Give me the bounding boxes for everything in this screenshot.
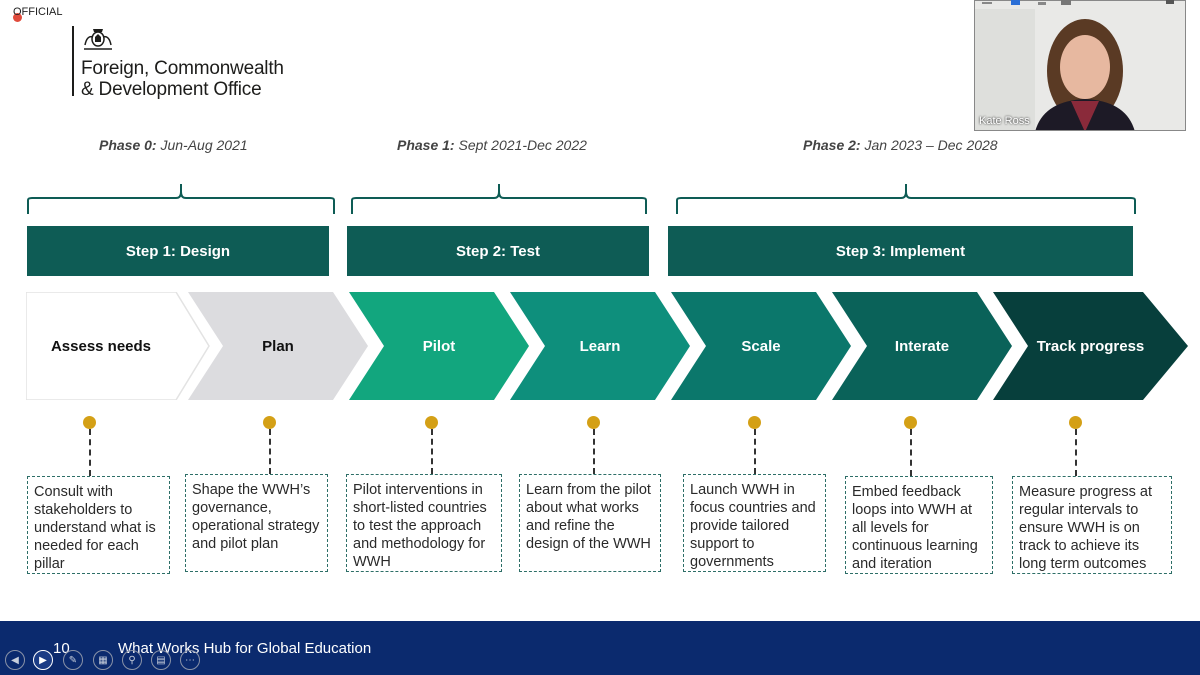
org-name: Foreign, Commonwealth & Development Offi… xyxy=(81,58,284,100)
pin-dot xyxy=(748,416,761,429)
pin-line xyxy=(269,429,271,474)
footer-bar xyxy=(0,621,1200,675)
recording-indicator xyxy=(13,13,22,22)
pin-line xyxy=(754,429,756,474)
phase-1-label: Phase 1: Sept 2021-Dec 2022 xyxy=(397,137,587,153)
video-thumbnail xyxy=(974,0,1186,131)
phase-0-dates: Jun-Aug 2021 xyxy=(156,137,248,153)
description-scale: Launch WWH in focus countries and provid… xyxy=(683,474,826,572)
phase-0-label: Phase 0: Jun-Aug 2021 xyxy=(99,137,248,153)
pin-dot xyxy=(904,416,917,429)
phase-2-dates: Jan 2023 – Dec 2028 xyxy=(860,137,998,153)
participant-video xyxy=(975,1,1185,130)
org-name-line2: & Development Office xyxy=(81,79,262,100)
pin-line xyxy=(431,429,433,474)
description-pilot: Pilot interventions in short-listed coun… xyxy=(346,474,502,572)
phase-0-brace xyxy=(27,184,335,214)
description-learn: Learn from the pilot about what works an… xyxy=(519,474,661,572)
pin-dot xyxy=(83,416,96,429)
stage-label: Plan xyxy=(262,337,294,355)
stage-label: Scale xyxy=(741,337,781,355)
slides-icon[interactable]: ▦ xyxy=(93,650,113,670)
description-iterate: Embed feedback loops into WWH at all lev… xyxy=(845,476,993,574)
pin-dot xyxy=(587,416,600,429)
stage-label: Pilot xyxy=(422,337,456,355)
stage-label: Interate xyxy=(894,337,950,355)
pin-line xyxy=(593,429,595,474)
description-plan: Shape the WWH’s governance, operational … xyxy=(185,474,328,572)
step-test: Step 2: Test xyxy=(347,226,649,276)
stage-iterate: Interate xyxy=(832,292,1029,400)
stage-pilot: Pilot xyxy=(349,292,546,400)
stage-label: Track progress xyxy=(1036,337,1145,355)
pen-icon[interactable]: ✎ xyxy=(63,650,83,670)
stage-learn: Learn xyxy=(510,292,707,400)
zoom-icon[interactable]: ⚲ xyxy=(122,650,142,670)
phase-1-dates: Sept 2021-Dec 2022 xyxy=(454,137,587,153)
step-design: Step 1: Design xyxy=(27,226,329,276)
pin-dot xyxy=(263,416,276,429)
stage-label: Assess needs xyxy=(50,337,152,355)
phase-2-title: Phase 2: xyxy=(803,137,861,153)
video-toolbar xyxy=(982,0,1174,5)
participant-name: Kate Ross xyxy=(979,115,1030,127)
org-name-line1: Foreign, Commonwealth xyxy=(81,58,284,79)
stage-scale: Scale xyxy=(671,292,868,400)
prev-icon[interactable]: ◀ xyxy=(5,650,25,670)
pin-line xyxy=(910,429,912,476)
phase-1-brace xyxy=(351,184,647,214)
crest-divider xyxy=(72,26,74,96)
stage-track-progress: Track progress xyxy=(993,292,1190,400)
phase-2-brace xyxy=(676,184,1136,214)
pin-line xyxy=(89,429,91,476)
phase-2-label: Phase 2: Jan 2023 – Dec 2028 xyxy=(803,137,998,153)
more-icon[interactable]: ⋯ xyxy=(180,650,200,670)
pin-dot xyxy=(1069,416,1082,429)
stage-plan: Plan xyxy=(188,292,385,400)
classification-label: OFFICIAL xyxy=(13,6,63,18)
pin-dot xyxy=(425,416,438,429)
next-icon[interactable]: ▶ xyxy=(33,650,53,670)
phase-0-title: Phase 0: xyxy=(99,137,157,153)
stage-assess-needs: Assess needs xyxy=(26,292,223,400)
subtitles-icon[interactable]: ▤ xyxy=(151,650,171,670)
description-assess-needs: Consult with stakeholders to understand … xyxy=(27,476,170,574)
description-track-progress: Measure progress at regular intervals to… xyxy=(1012,476,1172,574)
phase-1-title: Phase 1: xyxy=(397,137,455,153)
royal-crest-icon xyxy=(84,29,112,50)
stage-label: Learn xyxy=(579,337,621,355)
pin-line xyxy=(1075,429,1077,476)
step-implement: Step 3: Implement xyxy=(668,226,1133,276)
